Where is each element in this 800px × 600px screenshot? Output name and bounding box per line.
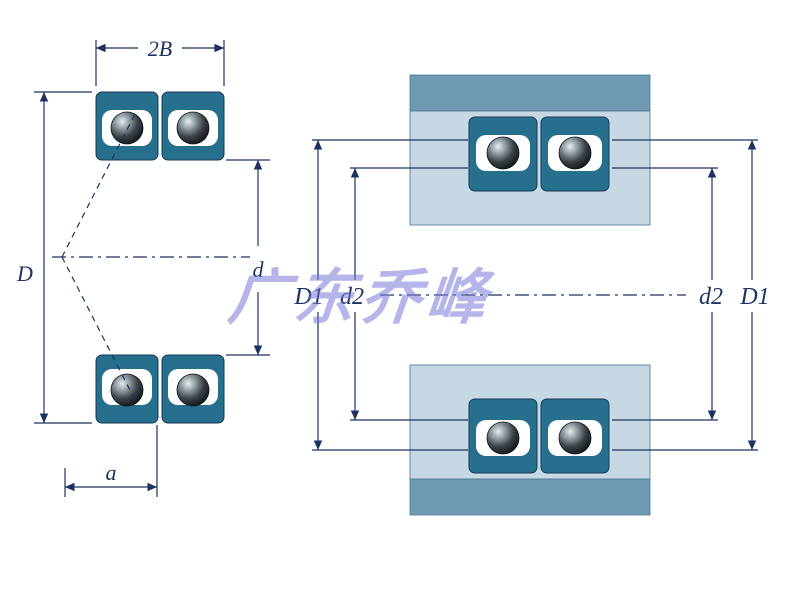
bearing-ball bbox=[558, 421, 592, 455]
label-d-bore: d bbox=[253, 257, 265, 282]
bearing-balls bbox=[110, 111, 592, 455]
watermark-text: 广东乔峰 bbox=[225, 263, 497, 333]
label-a: a bbox=[106, 460, 117, 485]
label-d1-right: D1 bbox=[739, 284, 769, 310]
top-housing-band bbox=[409, 74, 651, 112]
housing-steel-bands bbox=[409, 74, 651, 516]
label-d2-right: d2 bbox=[699, 284, 723, 310]
bearing-ball bbox=[110, 111, 144, 145]
label-d2-left: d2 bbox=[340, 284, 364, 310]
bottom-housing-band bbox=[409, 478, 651, 516]
dimension-labels: 2B D d a D1 d2 d2 D1 bbox=[16, 36, 770, 485]
bearing-ball bbox=[486, 136, 520, 170]
contact-angle-line bbox=[61, 256, 136, 401]
bearing-ball bbox=[176, 373, 210, 407]
bearing-ball bbox=[176, 111, 210, 145]
contact-angle-line bbox=[61, 113, 136, 258]
dimension-lines bbox=[34, 40, 758, 497]
bearing-ball bbox=[486, 421, 520, 455]
bearing-ball bbox=[558, 136, 592, 170]
label-d1-left: D1 bbox=[293, 284, 323, 310]
bearing-ball bbox=[110, 373, 144, 407]
label-d-outer: D bbox=[16, 261, 33, 286]
label-2b: 2B bbox=[148, 36, 172, 61]
